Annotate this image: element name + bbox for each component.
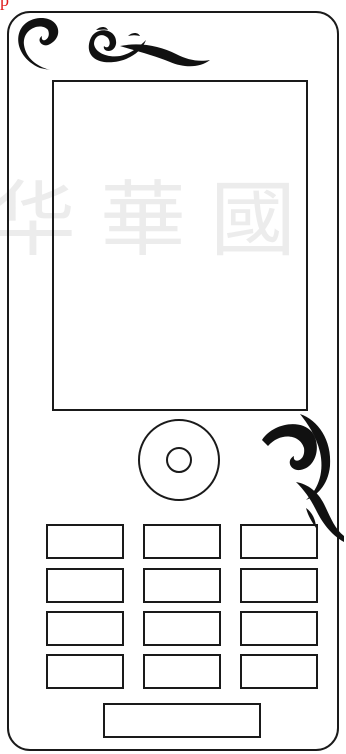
keypad-key bbox=[46, 524, 124, 559]
cropped-caption-fragment: p bbox=[0, 0, 9, 10]
keypad-key bbox=[143, 611, 221, 646]
watermark: 华華國 bbox=[0, 173, 320, 269]
corner-swirl-icon bbox=[18, 17, 210, 70]
keypad-key bbox=[46, 654, 124, 689]
keypad-key bbox=[143, 568, 221, 603]
keypad bbox=[46, 524, 318, 689]
keypad-key bbox=[143, 654, 221, 689]
keypad-key bbox=[143, 524, 221, 559]
keypad-key bbox=[240, 654, 318, 689]
phone-screen bbox=[52, 80, 308, 411]
navigation-joystick-icon bbox=[138, 419, 220, 501]
keypad-key bbox=[46, 611, 124, 646]
phone-body bbox=[7, 11, 339, 751]
keypad-key bbox=[240, 611, 318, 646]
keypad-key bbox=[240, 568, 318, 603]
keypad-key bbox=[240, 524, 318, 559]
keypad-key bbox=[46, 568, 124, 603]
bottom-bar-key bbox=[103, 703, 261, 738]
side-swirl-icon bbox=[262, 414, 344, 542]
